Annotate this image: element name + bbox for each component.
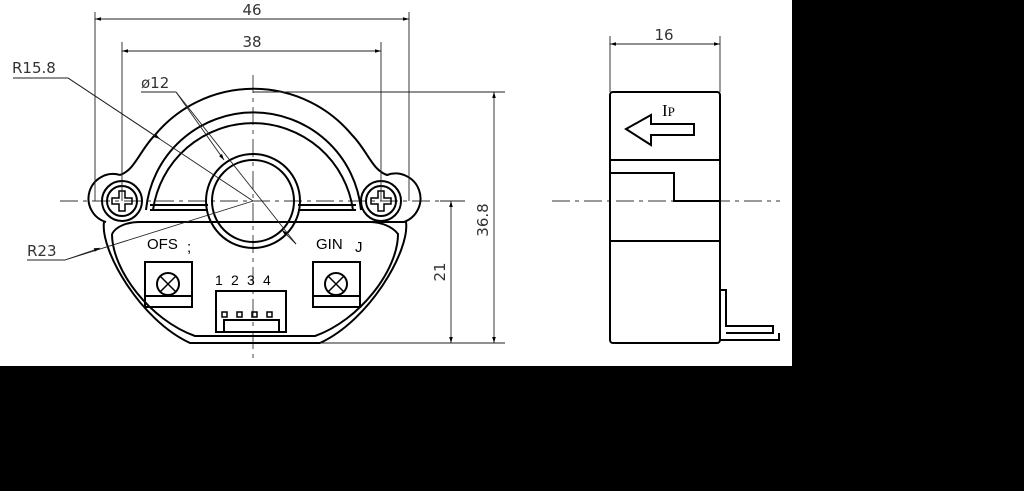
offset-label: OFS xyxy=(147,236,178,253)
gain-potentiometer-icon xyxy=(312,261,361,308)
dim-depth: 16 xyxy=(654,26,673,44)
front-view: 1 2 3 4 OFS ; GIN J 46 38 36.8 21 xyxy=(12,1,505,362)
connector-icon xyxy=(215,290,287,333)
pin-label-2: 2 xyxy=(231,272,239,288)
current-direction-arrow-icon xyxy=(624,113,695,147)
dim-aperture-diameter: ø12 xyxy=(141,74,169,92)
gain-mark: J xyxy=(355,239,363,256)
gain-label: GIN xyxy=(316,236,343,253)
current-label: IP xyxy=(662,101,675,120)
current-label-main: I xyxy=(662,101,668,120)
current-label-sub: P xyxy=(668,104,675,119)
pin-label-4: 4 xyxy=(263,272,271,288)
offset-potentiometer-icon xyxy=(144,261,193,308)
dim-hole-spacing: 38 xyxy=(242,33,261,51)
dim-body-radius: R23 xyxy=(27,242,57,260)
dim-overall-width: 46 xyxy=(242,1,261,19)
dim-center-to-bottom: 21 xyxy=(431,262,449,281)
pin-label-1: 1 xyxy=(215,272,223,288)
aperture-outer xyxy=(205,153,301,249)
technical-drawing: 1 2 3 4 OFS ; GIN J 46 38 36.8 21 xyxy=(12,1,780,362)
drawing-sheet: 1 2 3 4 OFS ; GIN J 46 38 36.8 21 xyxy=(0,0,792,366)
side-view: IP 16 xyxy=(552,26,780,344)
aperture-inner xyxy=(211,159,295,243)
dim-outer-radius: R15.8 xyxy=(12,59,56,77)
offset-mark: ; xyxy=(187,239,191,256)
side-body xyxy=(609,91,721,344)
dim-overall-height: 36.8 xyxy=(474,203,492,236)
pin-label-3: 3 xyxy=(247,272,255,288)
